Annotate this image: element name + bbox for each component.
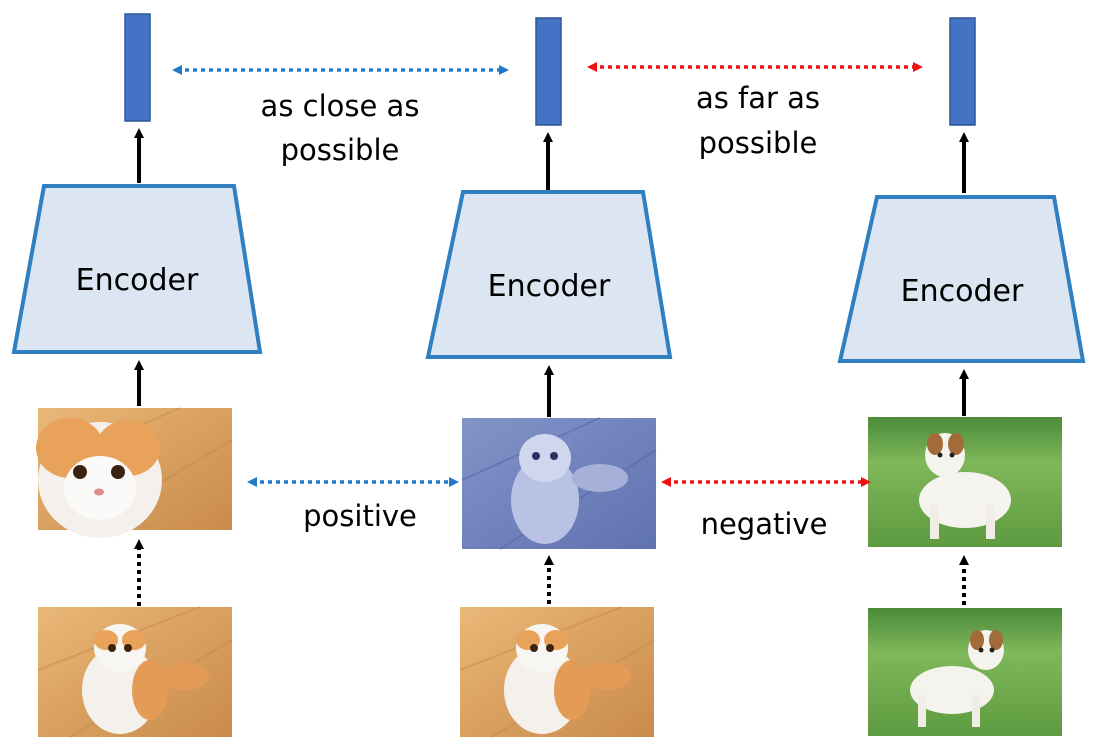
original-dog-image [868, 608, 1062, 736]
augmented-cat-blue-image [461, 417, 657, 550]
augmented-dog-image [868, 417, 1062, 547]
encoder-3-label: Encoder [901, 274, 1024, 309]
embedding-vector-1 [124, 13, 151, 122]
original-cat-image-1 [37, 606, 233, 738]
encoder-1-label: Encoder [76, 263, 199, 298]
encoder-2-label: Encoder [488, 269, 611, 304]
embedding-vector-2 [535, 17, 562, 126]
far-label-line-2: possible [699, 126, 818, 160]
far-label-line-1: as far as [696, 81, 820, 115]
close-label-line-2: possible [281, 133, 400, 167]
positive-label: positive [303, 499, 417, 533]
close-label-line-1: as close as [261, 89, 420, 123]
original-cat-image-2 [459, 606, 655, 738]
encoder-1: Encoder [11, 184, 263, 354]
encoder-3: Encoder [837, 195, 1086, 363]
encoder-2: Encoder [425, 190, 673, 359]
negative-label: negative [701, 507, 828, 541]
embedding-vector-3 [949, 17, 976, 126]
augmented-cat-crop-image [36, 407, 233, 538]
